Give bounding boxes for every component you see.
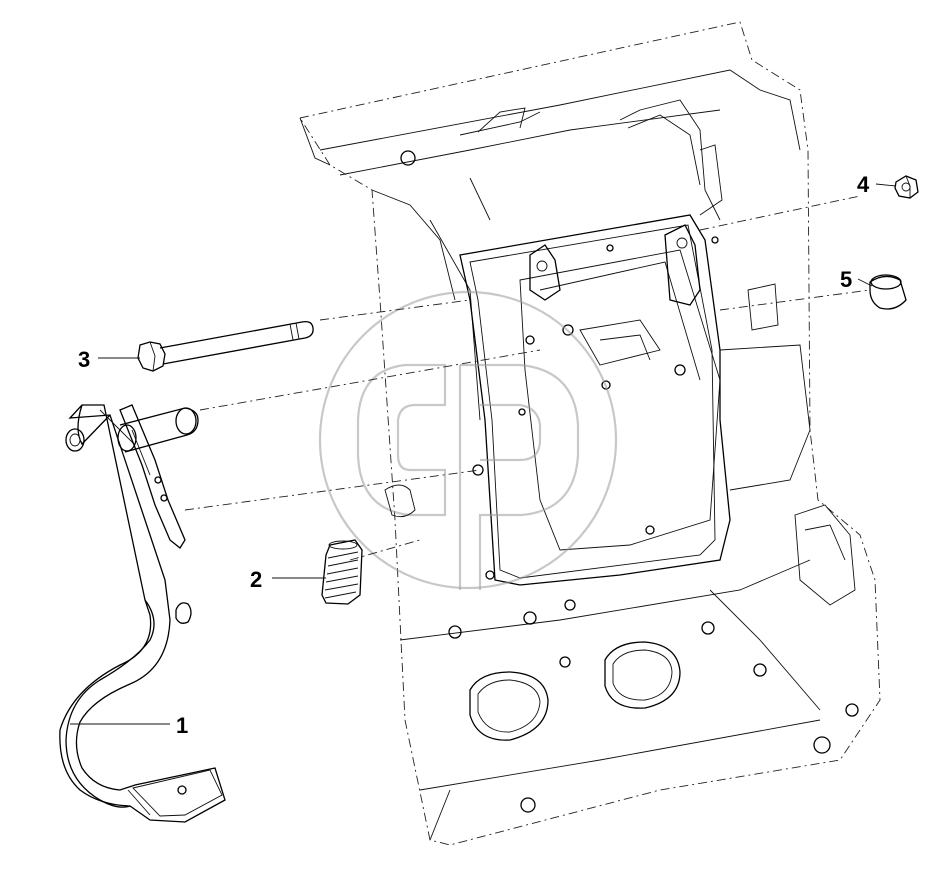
callout-2: 2 [250,567,262,592]
leader-5 [857,278,873,287]
mounting-panel [299,21,881,846]
watermark-logo [318,290,618,590]
part-3-bolt [137,320,314,372]
part-4-nut [894,175,919,199]
assembly-axes [184,195,871,561]
pivot-pin [117,407,199,453]
spacer-sleeve [384,484,416,518]
part-5-bushing [869,274,907,310]
part-1-pedal-lever [59,404,226,823]
callout-5: 5 [840,267,852,292]
callout-4: 4 [857,172,870,197]
callout-labels: 1 2 3 4 5 [78,172,870,738]
leader-lines [70,183,897,725]
callout-3: 3 [78,347,90,372]
leader-4 [875,183,897,187]
part-2-spring [321,539,363,605]
callout-1: 1 [176,713,188,738]
